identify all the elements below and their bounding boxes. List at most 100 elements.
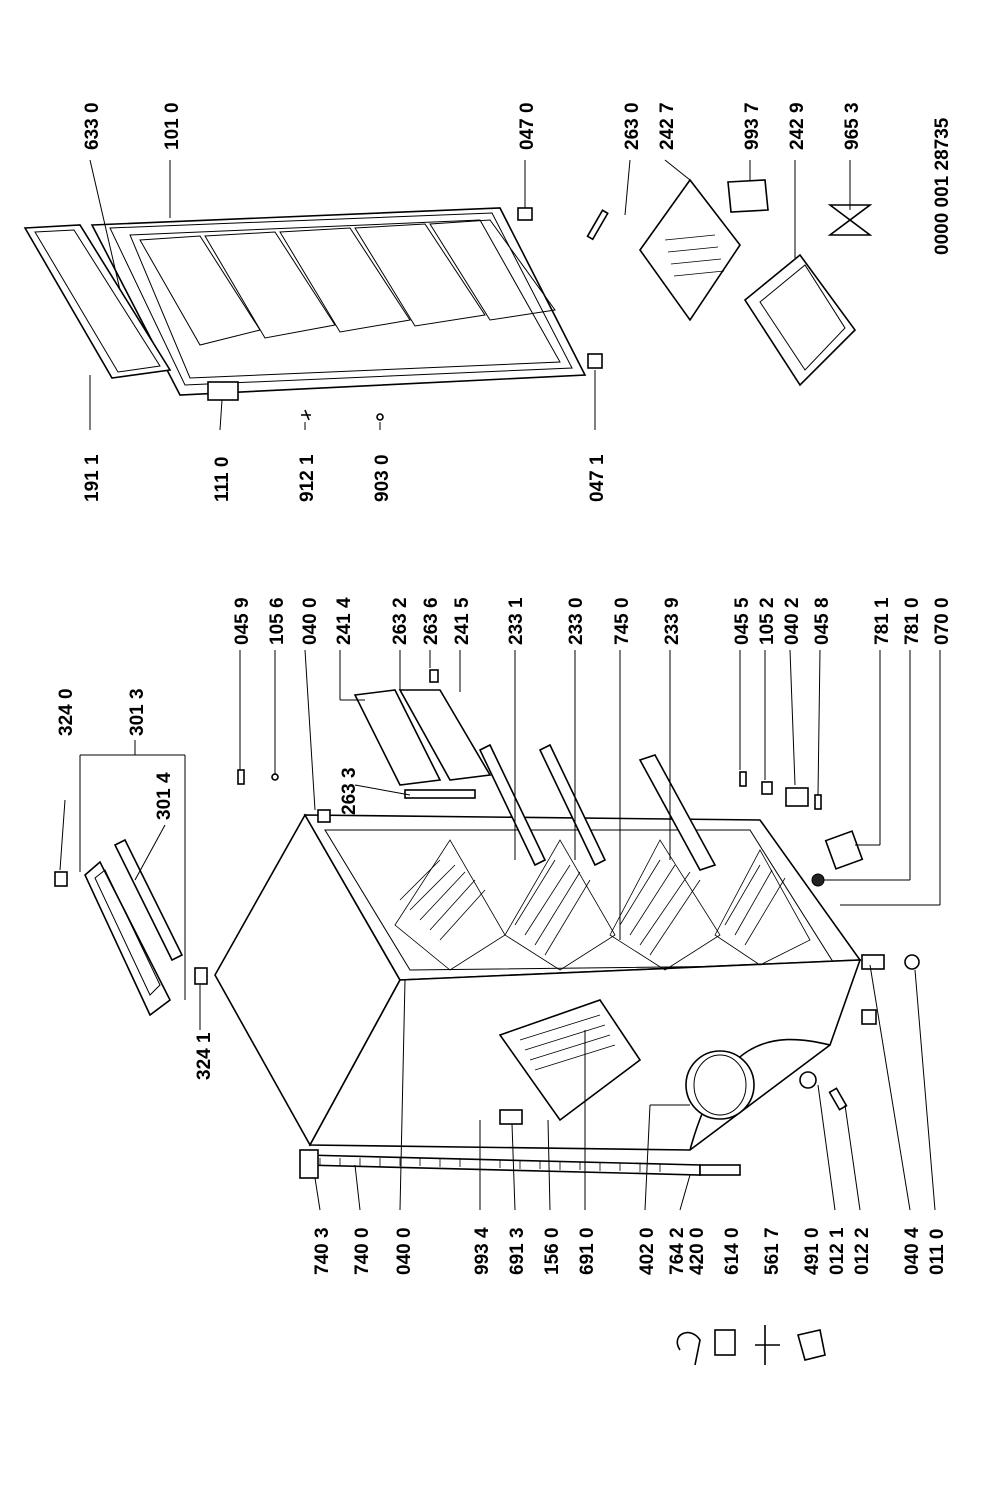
shelf-rails bbox=[478, 743, 717, 871]
pin-part bbox=[828, 1087, 848, 1111]
part-label: 402 0 bbox=[637, 1227, 658, 1275]
part-label: 012 2 bbox=[852, 1227, 873, 1275]
hinge-part-bottom bbox=[587, 353, 603, 369]
door-assembly bbox=[23, 207, 603, 421]
filter-drier bbox=[699, 1164, 741, 1176]
drain-plug bbox=[811, 873, 825, 887]
cable-icon bbox=[676, 1331, 701, 1366]
document-number: 0000 001 28735 bbox=[932, 117, 953, 255]
part-label: 233 0 bbox=[566, 597, 587, 645]
rail-2 bbox=[538, 743, 607, 867]
basket-left bbox=[353, 689, 442, 786]
valve-icon bbox=[755, 1325, 780, 1365]
part-label: 241 4 bbox=[334, 597, 355, 645]
pin-1 bbox=[237, 769, 245, 785]
part-label: 740 0 bbox=[352, 1227, 373, 1275]
rod-part bbox=[586, 209, 609, 241]
bar-part bbox=[404, 789, 476, 799]
evaporator-coil bbox=[498, 999, 642, 1122]
part-label: 040 0 bbox=[394, 1227, 415, 1275]
part-label: 105 2 bbox=[757, 597, 778, 645]
part-label: 040 0 bbox=[300, 597, 321, 645]
part-label: 614 0 bbox=[722, 1227, 743, 1275]
part-label: 263 2 bbox=[390, 597, 411, 645]
part-label: 301 4 bbox=[154, 772, 175, 820]
part-label: 781 0 bbox=[902, 597, 923, 645]
thermostat-part bbox=[499, 1109, 523, 1125]
leader-lines bbox=[59, 159, 941, 1211]
pin-3 bbox=[814, 794, 822, 810]
clip-3 bbox=[317, 809, 331, 823]
evaporator-shelves bbox=[394, 839, 811, 971]
part-label: 047 1 bbox=[587, 454, 608, 502]
part-label: 965 3 bbox=[842, 102, 863, 150]
part-label: 740 3 bbox=[312, 1227, 333, 1275]
part-label: 301 3 bbox=[127, 688, 148, 736]
part-label: 781 1 bbox=[872, 597, 893, 645]
screw-icon bbox=[301, 409, 311, 421]
freezer-cabinet bbox=[214, 813, 920, 1179]
cover-strip bbox=[113, 838, 184, 962]
part-label: 012 1 bbox=[827, 1227, 848, 1275]
part-label: 045 8 bbox=[812, 597, 833, 645]
part-label: 633 0 bbox=[82, 102, 103, 150]
small-parts bbox=[237, 769, 822, 823]
part-label: 105 6 bbox=[267, 597, 288, 645]
part-label: 263 6 bbox=[421, 597, 442, 645]
part-label: 993 7 bbox=[742, 102, 763, 150]
clip-part bbox=[727, 179, 769, 213]
part-label: 903 0 bbox=[372, 454, 393, 502]
part-label: 691 3 bbox=[507, 1227, 528, 1275]
top-cover-parts bbox=[54, 838, 208, 1017]
rail-3 bbox=[638, 754, 717, 871]
basket-parts bbox=[586, 178, 873, 387]
part-label: 040 2 bbox=[782, 597, 803, 645]
door-gasket bbox=[23, 224, 172, 379]
part-label: 040 4 bbox=[902, 1227, 923, 1275]
part-label: 233 9 bbox=[662, 597, 683, 645]
part-label: 242 9 bbox=[787, 102, 808, 150]
accessory-icons bbox=[676, 1325, 826, 1366]
part-label: 263 3 bbox=[339, 767, 360, 815]
part-label: 045 5 bbox=[732, 597, 753, 645]
basket-lower bbox=[743, 253, 857, 387]
part-label: 745 0 bbox=[612, 597, 633, 645]
part-label: 191 1 bbox=[82, 454, 103, 502]
small-clip bbox=[429, 669, 439, 683]
part-labels: 324 0 301 3 301 4 324 1 045 9 105 6 040 … bbox=[56, 102, 953, 1275]
part-label: 420 0 bbox=[687, 1227, 708, 1275]
hinge-part bbox=[861, 954, 885, 970]
part-label: 993 4 bbox=[472, 1227, 493, 1275]
rail-1 bbox=[478, 743, 547, 867]
corner-cap bbox=[299, 1149, 319, 1179]
hinge-part-top bbox=[517, 207, 533, 221]
relay-icon bbox=[714, 1329, 736, 1356]
part-label: 233 1 bbox=[506, 597, 527, 645]
control-panel bbox=[84, 860, 172, 1017]
grommet bbox=[904, 954, 920, 970]
foot-part bbox=[799, 1071, 817, 1089]
part-label: 241 5 bbox=[452, 597, 473, 645]
part-label: 070 0 bbox=[932, 597, 953, 645]
part-label: 324 0 bbox=[56, 688, 77, 736]
condenser bbox=[304, 1154, 701, 1176]
door-handle-part bbox=[207, 381, 239, 401]
part-label: 324 1 bbox=[194, 1032, 215, 1080]
clip-4 bbox=[761, 781, 773, 795]
part-label: 242 7 bbox=[657, 102, 678, 150]
part-label: 045 9 bbox=[232, 597, 253, 645]
part-label: 912 1 bbox=[297, 454, 318, 502]
bracket-part bbox=[861, 1009, 877, 1025]
nut-icon bbox=[376, 413, 384, 421]
part-label: 047 0 bbox=[517, 102, 538, 150]
fan-icon bbox=[827, 204, 873, 236]
upper-baskets bbox=[353, 669, 492, 799]
part-label: 101 0 bbox=[162, 102, 183, 150]
part-label: 691 0 bbox=[577, 1227, 598, 1275]
part-label: 491 0 bbox=[802, 1227, 823, 1275]
part-label: 561 7 bbox=[762, 1227, 783, 1275]
part-label: 011 0 bbox=[927, 1229, 948, 1276]
kick-plate bbox=[824, 830, 864, 870]
